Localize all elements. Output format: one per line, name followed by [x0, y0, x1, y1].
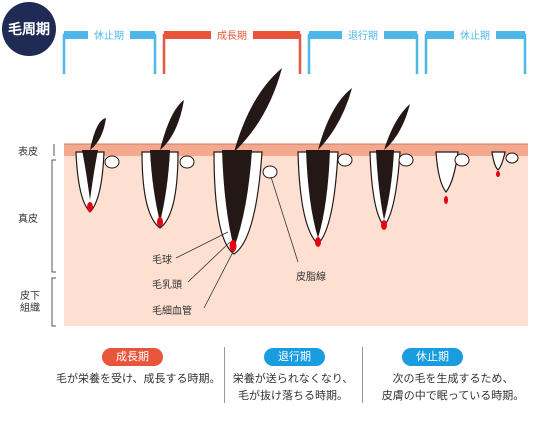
legend-pill-rest: 休止期 — [402, 348, 463, 366]
follicle-rest-1 — [75, 118, 120, 213]
part-label-papilla: 毛乳頭 — [152, 280, 182, 291]
diagram-title: 毛周期 — [8, 22, 50, 38]
legend-desc-rest: 次の毛を生成するため、 皮膚の中で眠っている時期。 — [381, 372, 525, 402]
legend-divider-1 — [224, 347, 225, 403]
phase-label-growth: 成長期 — [217, 30, 247, 42]
callout-line-bulb — [175, 231, 229, 259]
layer-label-epidermis: 表皮 — [18, 147, 38, 158]
part-label-sebaceous: 皮脂線 — [296, 272, 326, 283]
phase-label-rest-2: 休止期 — [460, 30, 490, 42]
layer-bracket-dermis — [51, 159, 56, 273]
callout-line-papilla — [187, 241, 231, 283]
legend-pill-regression: 退行期 — [264, 348, 325, 366]
dermis-layer — [64, 154, 528, 326]
callout-line-sebaceous — [270, 176, 299, 263]
follicle-regression-2 — [369, 104, 414, 230]
follicle-growth-2 — [213, 68, 282, 255]
layer-label-dermis: 真皮 — [18, 214, 38, 225]
legend-divider-2 — [362, 347, 363, 403]
phase-bracket-growth: 成長期 — [162, 29, 302, 74]
epidermis-layer — [64, 144, 528, 156]
phase-label-regression: 退行期 — [348, 29, 378, 42]
follicle-growth-1 — [141, 100, 195, 229]
phase-bracket-rest-1: 休止期 — [62, 29, 157, 74]
phase-bracket-regression: 退行期 — [307, 29, 419, 74]
phase-label-rest-1: 休止期 — [94, 30, 124, 42]
phase-bracket-rest-2: 休止期 — [424, 29, 527, 74]
follicle-regression-1 — [297, 88, 353, 247]
follicle-rest-2 — [435, 151, 470, 204]
follicle-rest-3 — [491, 151, 519, 177]
legend-desc-growth: 毛が栄養を受け、成長する時期。 — [56, 372, 221, 385]
layer-bracket-subcutis — [51, 277, 56, 327]
callout-line-capillary — [203, 249, 235, 309]
layer-label-subcutis: 皮下 組織 — [20, 291, 40, 314]
part-label-bulb: 毛球 — [152, 255, 172, 266]
legend-desc-regression: 栄養が送られなくなり、 毛が抜け落ちる時期。 — [232, 372, 354, 402]
legend-pill-growth: 成長期 — [102, 348, 163, 366]
part-label-capillary: 毛細血管 — [152, 306, 192, 317]
title-badge: 毛周期 — [2, 2, 56, 56]
